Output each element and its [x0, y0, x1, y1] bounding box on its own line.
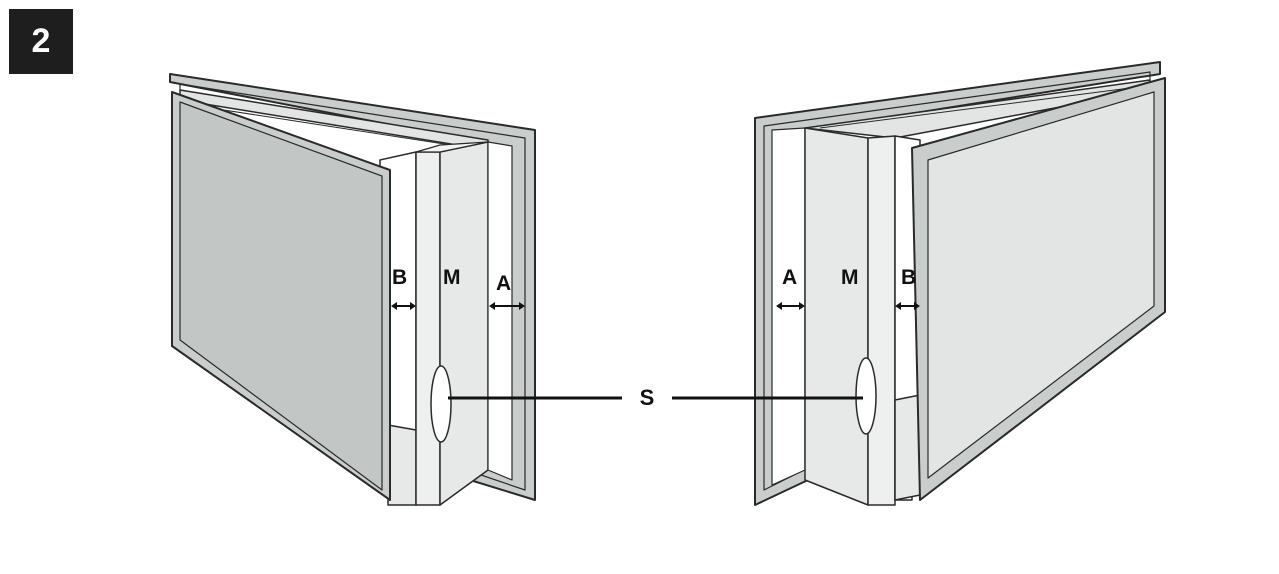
- left-spine-slot: [430, 365, 452, 443]
- right-spine-slot: [855, 357, 877, 435]
- left-spine-side: [439, 141, 489, 506]
- s-label: S: [640, 385, 655, 410]
- right-label-m: M: [841, 266, 859, 289]
- left-label-b: B: [392, 266, 407, 289]
- right-book: [754, 61, 1166, 506]
- right-front-cover-face: [927, 91, 1155, 479]
- left-arrow-b: [391, 302, 416, 310]
- left-label-m: M: [443, 266, 461, 289]
- left-arrow-a: [489, 302, 525, 310]
- left-spine-front: [415, 151, 441, 506]
- right-labels: A M B: [776, 266, 920, 310]
- right-label-b: B: [901, 266, 916, 289]
- right-arrow-a: [776, 302, 805, 310]
- left-a-strip: [487, 141, 513, 481]
- left-binding-step: [387, 424, 417, 506]
- left-book: [169, 73, 536, 506]
- right-spine-side: [804, 127, 869, 506]
- right-label-a: A: [782, 266, 797, 289]
- right-binding-step: [894, 394, 921, 501]
- left-labels: B M A: [391, 266, 525, 310]
- left-label-a: A: [496, 272, 511, 295]
- left-front-cover-face: [179, 101, 383, 491]
- right-spine-front: [867, 135, 896, 506]
- s-callout: S: [448, 385, 863, 410]
- right-arrow-b: [895, 302, 920, 310]
- step-number-badge: 2: [9, 9, 73, 74]
